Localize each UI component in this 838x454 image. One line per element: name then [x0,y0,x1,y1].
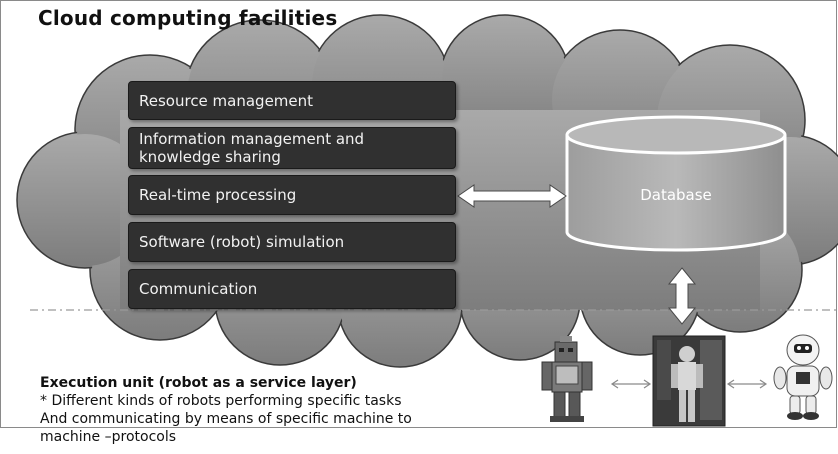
service-box-software-simulation: Software (robot) simulation [128,222,456,262]
white-robot-icon [773,334,833,420]
double-arrow-vertical [667,267,697,325]
double-arrow-horizontal [457,184,567,208]
service-label: Information management and knowledge sha… [139,130,365,166]
database-cylinder [565,115,787,252]
execution-unit-description: Execution unit (robot as a service layer… [40,374,520,446]
service-box-real-time-processing: Real-time processing [128,175,456,215]
toy-robot-icon [541,336,593,422]
service-label: Real-time processing [139,186,297,204]
service-box-information-management: Information management and knowledge sha… [128,127,456,169]
service-label: Software (robot) simulation [139,233,345,251]
database-label: Database [640,186,712,204]
service-box-communication: Communication [128,269,456,309]
humanoid-robot-photo-icon [652,335,726,427]
service-label: Resource management [139,91,314,110]
robot-link-arrows [610,379,768,389]
service-box-resource-management: Resource management [128,81,456,120]
execution-unit-line: * Different kinds of robots performing s… [40,393,402,409]
execution-unit-line: machine –protocols [40,429,177,445]
diagram-title: Cloud computing facilities [38,6,338,30]
service-label: Communication [139,280,258,298]
execution-unit-title: Execution unit (robot as a service layer… [40,375,357,391]
execution-unit-line: And communicating by means of specific m… [40,411,412,427]
